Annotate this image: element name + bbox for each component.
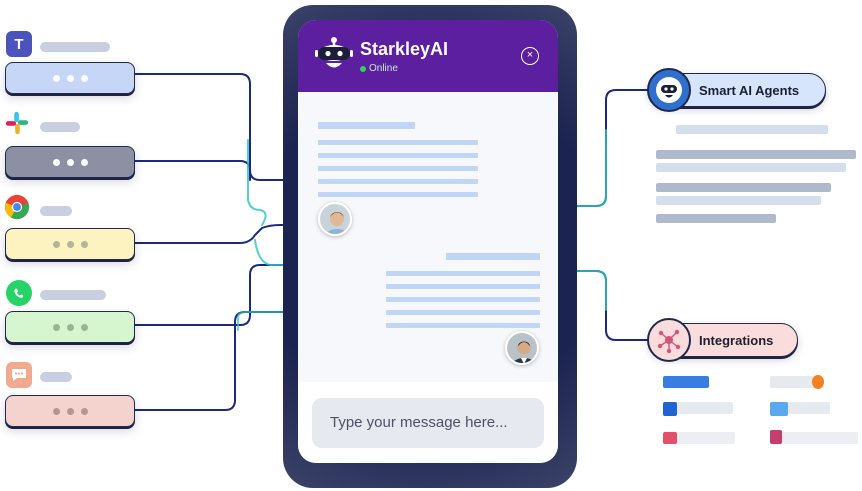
user-message-line — [386, 323, 540, 328]
integration-logo[interactable] — [770, 402, 788, 416]
channel-bubble-chrome[interactable] — [5, 228, 135, 260]
agent-feature-line — [676, 125, 828, 134]
bot-message-line — [318, 153, 478, 158]
agent-feature-line — [656, 196, 821, 205]
typing-dot — [52, 407, 60, 415]
channel-label-placeholder — [40, 206, 72, 216]
wire-slack — [134, 160, 251, 181]
network-icon — [647, 318, 691, 362]
close-button[interactable]: × — [521, 47, 539, 65]
integration-logo[interactable] — [663, 402, 677, 416]
typing-dot — [80, 407, 88, 415]
agent-feature-line — [656, 163, 846, 172]
user-message-line — [446, 253, 540, 260]
chrome-icon — [4, 194, 30, 220]
channel-bubble-webchat[interactable] — [5, 395, 135, 427]
teams-icon: T — [6, 31, 32, 57]
integration-logo[interactable] — [770, 376, 816, 388]
bot-message-line — [318, 179, 478, 184]
wire-chrome — [134, 224, 299, 244]
composer-area: Type your message here... — [298, 382, 558, 463]
user-message-line — [386, 297, 540, 302]
online-indicator-icon — [360, 65, 366, 72]
integration-logo[interactable] — [812, 375, 824, 389]
typing-dot — [66, 240, 74, 248]
channel-bubble-slack[interactable] — [5, 146, 135, 178]
chat-widget: StarkleyAI Online × T — [298, 20, 558, 463]
channel-label-placeholder — [40, 42, 110, 52]
bot-message-line — [318, 122, 415, 129]
bot-logo-icon — [315, 37, 353, 68]
typing-dot — [52, 323, 60, 331]
typing-dot — [66, 407, 74, 415]
user-message-line — [386, 271, 540, 276]
robot-icon — [647, 68, 691, 112]
typing-dot — [80, 158, 88, 166]
integration-logo[interactable] — [663, 376, 709, 388]
agent-feature-line — [656, 214, 776, 223]
wire-whatsapp — [134, 264, 299, 326]
status-text: Online — [369, 63, 398, 74]
typing-dot — [52, 158, 60, 166]
channel-label-placeholder — [40, 290, 106, 300]
typing-dot — [80, 323, 88, 331]
typing-dot — [80, 74, 88, 82]
message-input[interactable]: Type your message here... — [312, 398, 544, 448]
integration-logo[interactable] — [770, 430, 782, 444]
user-avatar — [505, 331, 539, 365]
smart-ai-agents-label: Smart AI Agents — [699, 82, 800, 98]
user-message-line — [386, 310, 540, 315]
user-message-line — [386, 284, 540, 289]
slack-icon — [4, 110, 30, 136]
bot-message-line — [318, 140, 478, 145]
typing-dot — [66, 158, 74, 166]
channel-bubble-teams[interactable] — [5, 62, 135, 94]
integration-logo[interactable] — [663, 432, 677, 444]
channel-label-placeholder — [40, 122, 80, 132]
online-status: Online — [360, 63, 398, 74]
integration-logo[interactable] — [663, 432, 735, 444]
wire-teams — [134, 73, 299, 181]
channel-bubble-whatsapp[interactable] — [5, 311, 135, 343]
bot-message-line — [318, 166, 478, 171]
typing-dot — [66, 74, 74, 82]
wire-chat — [134, 311, 299, 411]
chat-icon — [6, 362, 32, 388]
chat-header: StarkleyAI Online × — [298, 20, 558, 92]
integration-logo[interactable] — [663, 402, 733, 414]
agent-avatar — [318, 202, 352, 236]
agent-feature-line — [656, 183, 831, 192]
bot-message-line — [318, 192, 478, 197]
whatsapp-icon — [6, 280, 32, 306]
typing-dot — [66, 323, 74, 331]
typing-dot — [80, 240, 88, 248]
integration-logo[interactable] — [770, 432, 858, 444]
typing-dot — [52, 240, 60, 248]
channel-label-placeholder — [40, 372, 72, 382]
brand-name: StarkleyAI — [360, 39, 449, 59]
integrations-label: Integrations — [699, 332, 774, 348]
agent-feature-line — [656, 150, 856, 159]
typing-dot — [52, 74, 60, 82]
